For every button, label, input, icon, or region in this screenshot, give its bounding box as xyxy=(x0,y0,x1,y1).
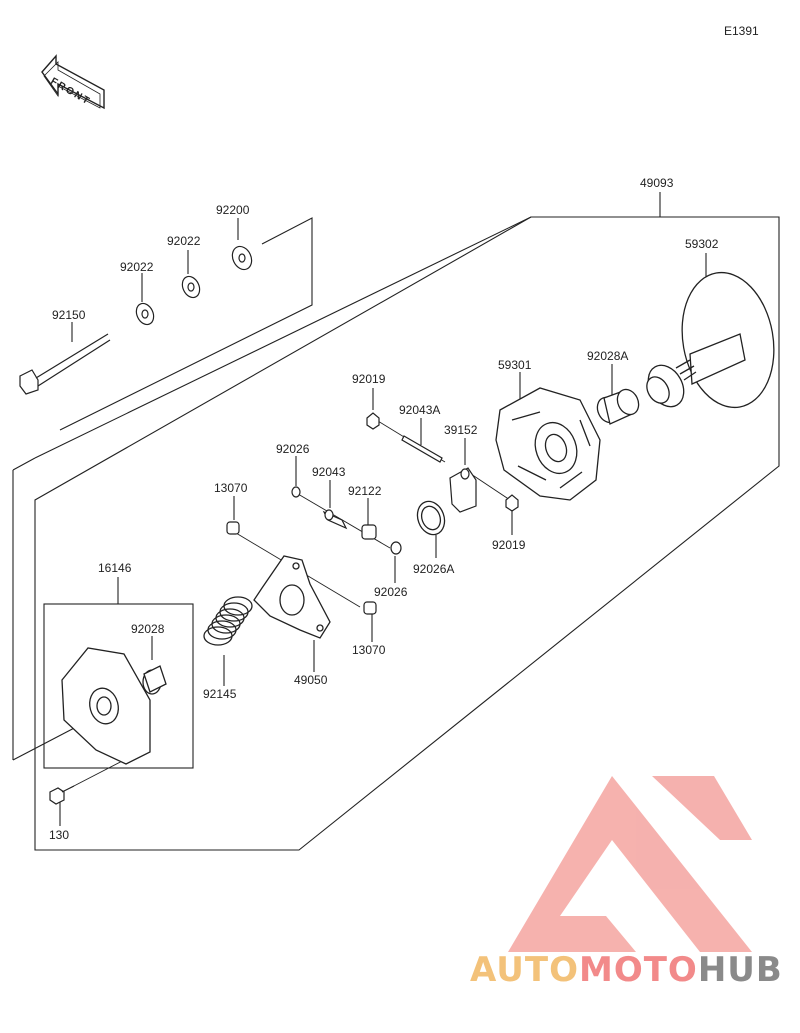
nut-92019-icon xyxy=(366,412,519,512)
callout-92200: 92200 xyxy=(216,203,250,217)
callout-59301: 59301 xyxy=(498,358,532,372)
watermark-part3: HUB xyxy=(697,950,783,990)
figure-code: E1391 xyxy=(724,24,759,38)
callout-92150: 92150 xyxy=(52,308,86,322)
bolt-130-icon xyxy=(49,785,75,805)
callout-16146: 16146 xyxy=(98,561,132,575)
bushing-92028-icon xyxy=(142,665,167,695)
callout-92028A: 92028A xyxy=(587,349,629,363)
callout-92122: 92122 xyxy=(348,484,382,498)
movable-sheave-59301-icon xyxy=(495,387,601,501)
callout-49050: 49050 xyxy=(294,673,328,687)
watermark-logo-icon xyxy=(508,776,752,952)
collar-13070-icon xyxy=(226,521,377,615)
callout-92026: 92026 xyxy=(374,585,408,599)
callout-92026A: 92026A xyxy=(413,562,455,576)
assembly-outline xyxy=(34,216,780,851)
callout-13070: 13070 xyxy=(214,481,248,495)
callout-13070: 13070 xyxy=(352,643,386,657)
callout-92028: 92028 xyxy=(131,622,165,636)
fixed-sheave-59302-icon xyxy=(646,271,775,409)
watermark-part1: AUTO xyxy=(470,950,579,990)
spider-49050-icon xyxy=(253,555,331,639)
washer-92026-icon xyxy=(291,486,402,555)
callout-130: 130 xyxy=(49,828,70,842)
pin-92043A-icon xyxy=(401,435,443,463)
washer-group-bracket xyxy=(59,217,313,431)
callout-92022: 92022 xyxy=(167,234,201,248)
spacer-92043-icon xyxy=(322,509,348,530)
callout-92026: 92026 xyxy=(276,442,310,456)
bushing-92028A-icon xyxy=(596,388,640,425)
watermark-brand: AUTOMOTOHUB xyxy=(470,950,783,990)
callout-59302: 59302 xyxy=(685,237,719,251)
callout-92019: 92019 xyxy=(352,372,386,386)
callout-92043: 92043 xyxy=(312,465,346,479)
washer-92022-icon xyxy=(135,275,201,326)
callout-92043A: 92043A xyxy=(399,403,441,417)
weight-39152-icon xyxy=(449,467,477,513)
front-arrow-icon xyxy=(41,54,105,110)
watermark-part2: MOTO xyxy=(578,950,698,990)
callout-92019: 92019 xyxy=(492,538,526,552)
cover-16146-icon xyxy=(61,647,151,765)
roller-92122-icon xyxy=(361,524,377,540)
bolt-92150-icon xyxy=(19,333,111,395)
callout-39152: 39152 xyxy=(444,423,478,437)
washer-92200-icon xyxy=(231,245,253,271)
ring-92026A-icon xyxy=(416,500,446,536)
callout-92145: 92145 xyxy=(203,687,237,701)
callout-49093: 49093 xyxy=(640,176,674,190)
callout-92022: 92022 xyxy=(120,260,154,274)
spring-92145-icon xyxy=(203,596,253,646)
